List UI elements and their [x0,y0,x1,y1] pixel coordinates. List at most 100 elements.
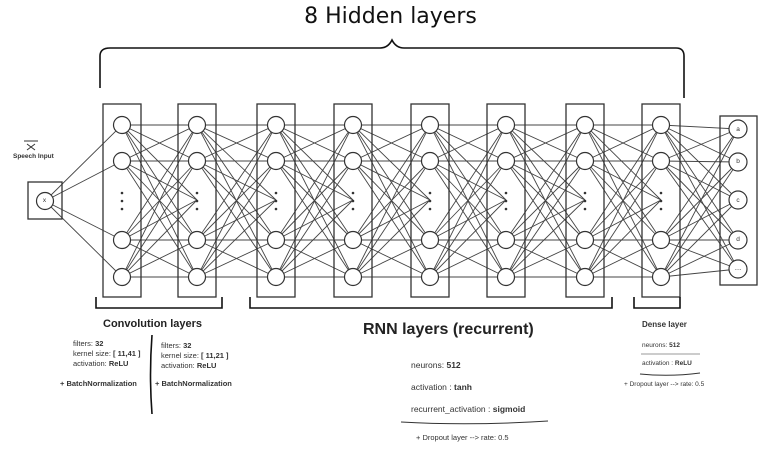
conv1-activation: activation: ReLU [73,359,129,368]
neuron-l5-1 [420,115,440,135]
rnn-neurons: neurons: 512 [411,360,461,370]
ellipsis-dot-l4-2 [351,199,355,203]
ellipsis-dot-l8-3 [659,207,663,211]
layer-box-1 [102,103,142,298]
conv-bracket [95,297,223,309]
dense-activation: activation : ReLU [642,360,692,367]
ellipsis-dot-l3-1 [274,191,278,195]
neuron-l6-1 [496,115,516,135]
ellipsis-dot-l1-2 [120,199,124,203]
ellipsis-dot-l7-2 [583,199,587,203]
neurons [35,115,748,287]
conv-separator [149,334,153,415]
neuron-l7-3 [575,230,595,250]
neuron-l2-3 [187,230,207,250]
ellipsis-dots [120,191,663,211]
input-box [27,181,63,220]
ellipsis-dot-l8-2 [659,199,663,203]
extras [24,140,701,425]
ellipsis-dot-l5-3 [428,207,432,211]
layer-box-3 [256,103,296,298]
rnn-underline [400,420,549,425]
neuron-l8-1 [651,115,671,135]
input-neuron [35,191,55,211]
rnn-bracket [249,297,613,309]
output-label-a: a [736,126,740,133]
neuron-l1-3 [112,230,132,250]
neuron-l4-2 [343,151,363,171]
neuron-l6-4 [496,267,516,287]
layer-box-2 [177,103,217,298]
neuron-l3-4 [266,267,286,287]
conv1-kernel: kernel size: [ 11,41 ] [73,349,141,358]
hidden-layers-brace [99,38,685,98]
ellipsis-dot-l3-2 [274,199,278,203]
neuron-l4-1 [343,115,363,135]
output-label-more: .... [734,265,742,272]
dense-dropout: + Dropout layer --> rate: 0.5 [624,381,705,388]
ellipsis-dot-l6-1 [504,191,508,195]
dense-neurons: neurons: 512 [642,342,680,349]
input-node-label: x [42,197,47,204]
neuron-l6-2 [496,151,516,171]
conv1-batchnorm: + BatchNormalization [60,379,137,388]
conv1-filters: filters: 32 [73,339,104,348]
output-box [719,115,758,286]
ellipsis-dot-l1-1 [120,191,124,195]
conv2-batchnorm: + BatchNormalization [155,379,232,388]
neuron-l8-2 [651,151,671,171]
speech-input-label: Speech Input [13,153,54,160]
conv-title: Convolution layers [103,318,203,330]
layer-box-7 [565,103,605,298]
layer-box-4 [333,103,373,298]
conv2-activation: activation: ReLU [161,361,217,370]
rnn-activation: activation : tanh [411,382,472,392]
braces [95,38,685,415]
neuron-l7-4 [575,267,595,287]
microphone-icon [24,140,38,151]
output-label-d: d [736,236,740,243]
conv2-kernel: kernel size: [ 11,21 ] [161,351,229,360]
ellipsis-dot-l3-3 [274,207,278,211]
ellipsis-dot-l7-3 [583,207,587,211]
neuron-l3-3 [266,230,286,250]
ellipsis-dot-l2-1 [195,191,199,195]
ellipsis-dot-l5-1 [428,191,432,195]
output-neuron-3 [728,190,748,210]
output-label-c: c [736,197,740,204]
rnn-recurrent-activation: recurrent_activation : sigmoid [411,404,526,414]
ellipsis-dot-l4-1 [351,191,355,195]
ellipsis-dot-l6-3 [504,207,508,211]
ellipsis-dot-l1-3 [120,207,124,211]
ellipsis-dot-l8-1 [659,191,663,195]
neuron-l4-4 [343,267,363,287]
ellipsis-dot-l7-1 [583,191,587,195]
neuron-l1-2 [112,151,132,171]
rnn-title: RNN layers (recurrent) [363,321,534,338]
output-neuron-5 [728,259,748,279]
dense-title: Dense layer [642,320,687,329]
neuron-l8-4 [651,267,671,287]
neuron-l4-3 [343,230,363,250]
neuron-l7-2 [575,151,595,171]
neuron-l1-1 [112,115,132,135]
layer-box-5 [410,103,450,298]
conv2-filters: filters: 32 [161,341,192,350]
neuron-l7-1 [575,115,595,135]
neuron-l1-4 [112,267,132,287]
connection-lines [44,124,739,278]
rnn-dropout: + Dropout layer --> rate: 0.5 [416,433,509,442]
neuron-l8-3 [651,230,671,250]
ellipsis-dot-l5-2 [428,199,432,203]
layer-box-8 [641,103,681,298]
output-neuron-4 [728,230,748,250]
ellipsis-dot-l2-2 [195,199,199,203]
neuron-l3-2 [266,151,286,171]
layer-box-6 [486,103,526,298]
ellipsis-dot-l2-3 [195,207,199,211]
neuron-l5-3 [420,230,440,250]
neuron-l5-2 [420,151,440,171]
ellipsis-dot-l4-3 [351,207,355,211]
neuron-l2-2 [187,151,207,171]
